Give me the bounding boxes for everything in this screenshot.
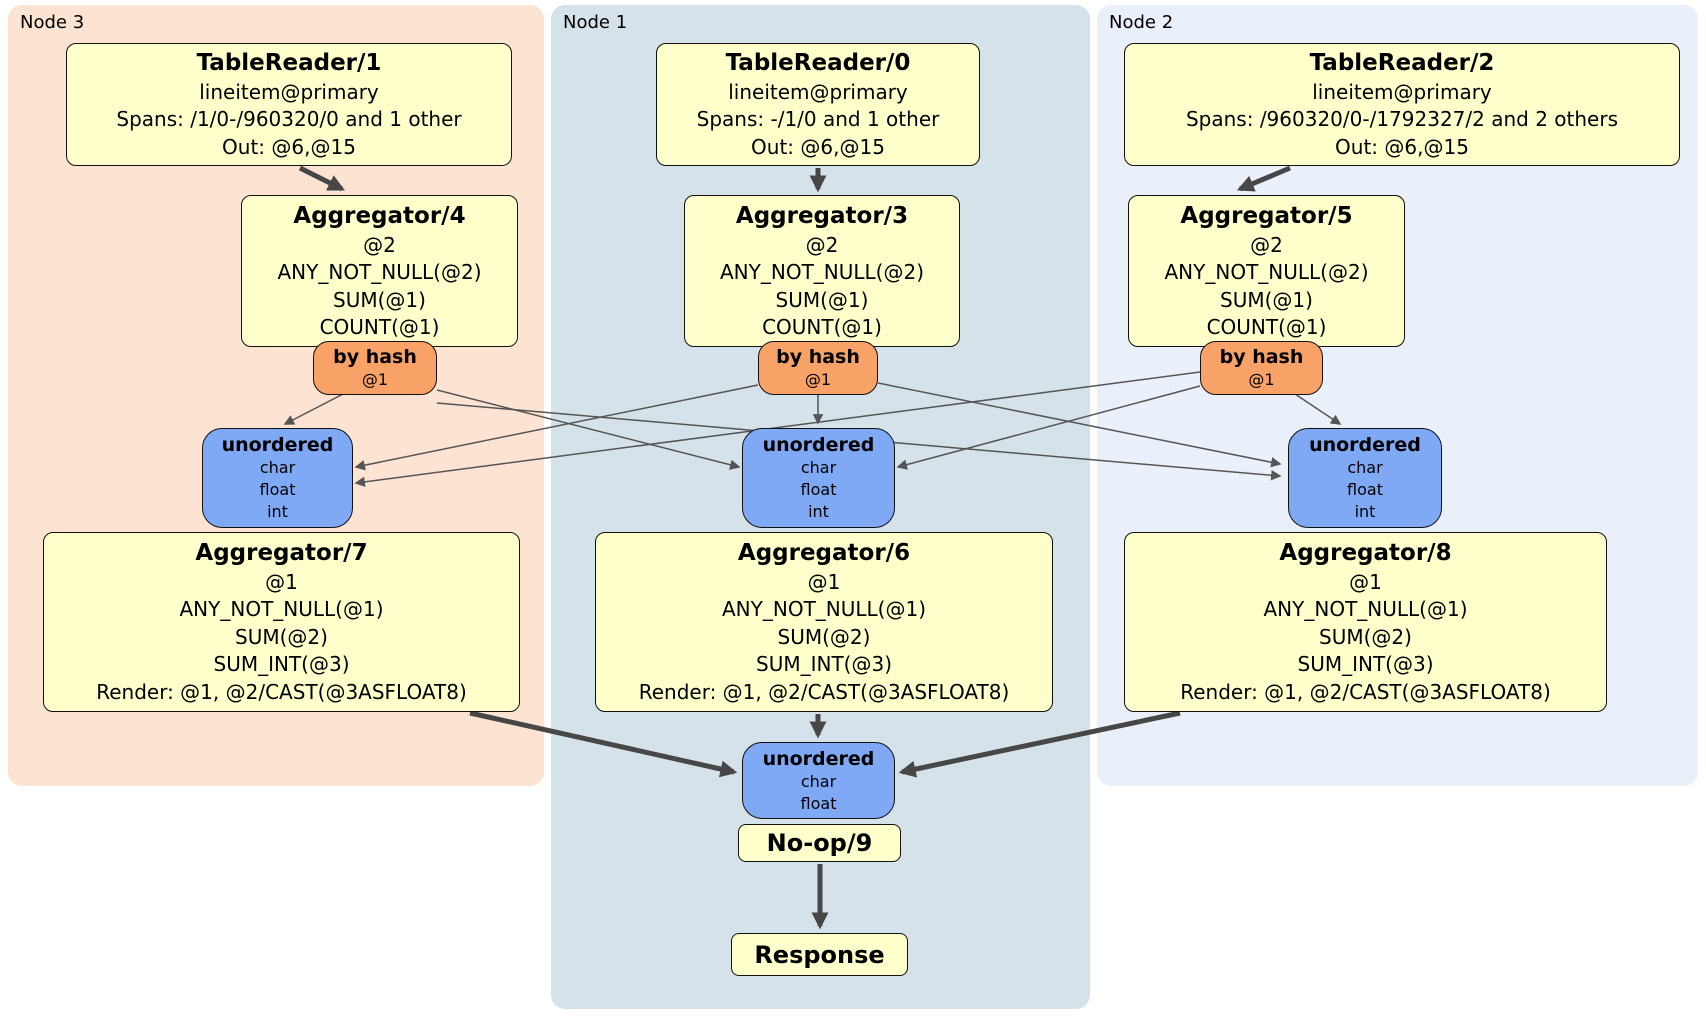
- region-label-node-2: Node 2: [1109, 12, 1174, 33]
- agg-fn: SUM(@2): [1319, 624, 1412, 649]
- processor-spans: Spans: /960320/0-/1792327/2 and 2 others: [1185, 107, 1618, 132]
- processor-spans: Spans: -/1/0 and 1 other: [696, 107, 940, 132]
- sync-col-type: char: [1347, 458, 1383, 477]
- agg-fn: SUM_INT(@3): [1297, 652, 1434, 677]
- sync-title: unordered: [1309, 434, 1421, 456]
- processor-index: lineitem@primary: [1312, 79, 1492, 104]
- processor-tablereader-1: TableReader/1 lineitem@primary Spans: /1…: [66, 43, 512, 166]
- sync-unordered-node3: unordered char float int: [202, 428, 353, 528]
- sync-col-type: int: [267, 502, 288, 521]
- agg-fn: ANY_NOT_NULL(@2): [720, 260, 924, 284]
- agg-fn: ANY_NOT_NULL(@2): [1164, 260, 1369, 284]
- sync-col-type: float: [800, 793, 837, 813]
- processor-title: Aggregator/8: [1279, 539, 1452, 566]
- agg-fn: SUM(@1): [1220, 287, 1313, 312]
- sync-col-type: int: [1354, 502, 1376, 521]
- agg-fn: SUM_INT(@3): [756, 652, 892, 677]
- hash-router-node1: by hash @1: [758, 341, 878, 395]
- processor-noop-9: No-op/9: [738, 824, 901, 862]
- processor-title: Aggregator/7: [195, 539, 368, 566]
- agg-group-cols: @1: [1349, 569, 1382, 594]
- processor-title: TableReader/0: [725, 49, 911, 76]
- processor-title: TableReader/1: [196, 49, 382, 76]
- agg-group-cols: @2: [363, 232, 396, 257]
- agg-fn: ANY_NOT_NULL(@1): [179, 597, 384, 622]
- processor-title: Aggregator/6: [737, 539, 911, 566]
- sync-col-type: float: [800, 480, 837, 499]
- hash-router-node3: by hash @1: [313, 341, 437, 395]
- agg-render-expr: Render: @1, @2/CAST(@3ASFLOAT8): [1180, 679, 1551, 704]
- agg-fn: ANY_NOT_NULL(@2): [277, 260, 482, 284]
- agg-group-cols: @2: [805, 232, 839, 257]
- agg-fn: SUM(@1): [333, 287, 426, 312]
- agg-fn: COUNT(@1): [1206, 315, 1327, 339]
- agg-group-cols: @2: [1250, 232, 1283, 257]
- processor-title: Aggregator/4: [293, 202, 466, 229]
- hash-router-key: @1: [361, 370, 389, 389]
- agg-fn: ANY_NOT_NULL(@1): [722, 597, 926, 622]
- sync-col-type: float: [259, 480, 296, 499]
- processor-aggregator-6: Aggregator/6 @1 ANY_NOT_NULL(@1) SUM(@2)…: [595, 532, 1053, 712]
- agg-render-expr: Render: @1, @2/CAST(@3ASFLOAT8): [96, 679, 467, 704]
- processor-response: Response: [731, 933, 908, 976]
- sync-unordered-node1: unordered char float int: [742, 428, 895, 528]
- sync-col-type: char: [800, 458, 837, 477]
- sync-title: unordered: [221, 434, 334, 456]
- hash-router-key: @1: [804, 370, 832, 389]
- agg-fn: SUM(@2): [777, 624, 871, 649]
- processor-index: lineitem@primary: [199, 79, 379, 104]
- sync-unordered-node2: unordered char float int: [1288, 428, 1442, 528]
- sync-title: unordered: [762, 434, 875, 456]
- sync-col-type: char: [800, 771, 837, 791]
- sync-col-type: char: [259, 458, 296, 477]
- sync-unordered-final: unordered char float: [742, 742, 895, 819]
- processor-title: Aggregator/3: [735, 202, 909, 229]
- processor-title: Aggregator/5: [1180, 202, 1353, 229]
- processor-tablereader-0: TableReader/0 lineitem@primary Spans: -/…: [656, 43, 980, 166]
- sync-title: unordered: [762, 747, 875, 770]
- sync-col-type: int: [808, 502, 829, 521]
- processor-index: lineitem@primary: [728, 79, 908, 104]
- processor-out: Out: @6,@15: [222, 134, 356, 159]
- processor-aggregator-5: Aggregator/5 @2 ANY_NOT_NULL(@2) SUM(@1)…: [1128, 195, 1405, 347]
- processor-title: No-op/9: [766, 829, 873, 857]
- hash-router-key: @1: [1248, 370, 1275, 389]
- agg-fn: SUM_INT(@3): [213, 652, 350, 677]
- processor-aggregator-8: Aggregator/8 @1 ANY_NOT_NULL(@1) SUM(@2)…: [1124, 532, 1607, 712]
- agg-fn: SUM(@1): [775, 287, 869, 312]
- processor-out: Out: @6,@15: [751, 134, 885, 159]
- processor-title: Response: [754, 940, 885, 969]
- processor-aggregator-7: Aggregator/7 @1 ANY_NOT_NULL(@1) SUM(@2)…: [43, 532, 520, 712]
- agg-group-cols: @1: [265, 569, 298, 594]
- agg-group-cols: @1: [807, 569, 841, 594]
- agg-fn: COUNT(@1): [762, 315, 882, 339]
- processor-title: TableReader/2: [1309, 49, 1495, 76]
- agg-fn: COUNT(@1): [319, 315, 440, 339]
- processor-spans: Spans: /1/0-/960320/0 and 1 other: [116, 107, 462, 132]
- sync-col-type: float: [1347, 480, 1383, 499]
- hash-router-title: by hash: [333, 346, 417, 368]
- region-label-node-1: Node 1: [563, 12, 628, 33]
- hash-router-title: by hash: [1219, 346, 1304, 368]
- region-label-node-3: Node 3: [20, 12, 85, 33]
- hash-router-title: by hash: [776, 346, 860, 368]
- processor-aggregator-3: Aggregator/3 @2 ANY_NOT_NULL(@2) SUM(@1)…: [684, 195, 960, 347]
- processor-tablereader-2: TableReader/2 lineitem@primary Spans: /9…: [1124, 43, 1680, 166]
- agg-fn: SUM(@2): [235, 624, 328, 649]
- hash-router-node2: by hash @1: [1200, 341, 1323, 395]
- agg-fn: ANY_NOT_NULL(@1): [1263, 597, 1468, 622]
- processor-out: Out: @6,@15: [1335, 134, 1469, 159]
- processor-aggregator-4: Aggregator/4 @2 ANY_NOT_NULL(@2) SUM(@1)…: [241, 195, 518, 347]
- agg-render-expr: Render: @1, @2/CAST(@3ASFLOAT8): [638, 679, 1010, 704]
